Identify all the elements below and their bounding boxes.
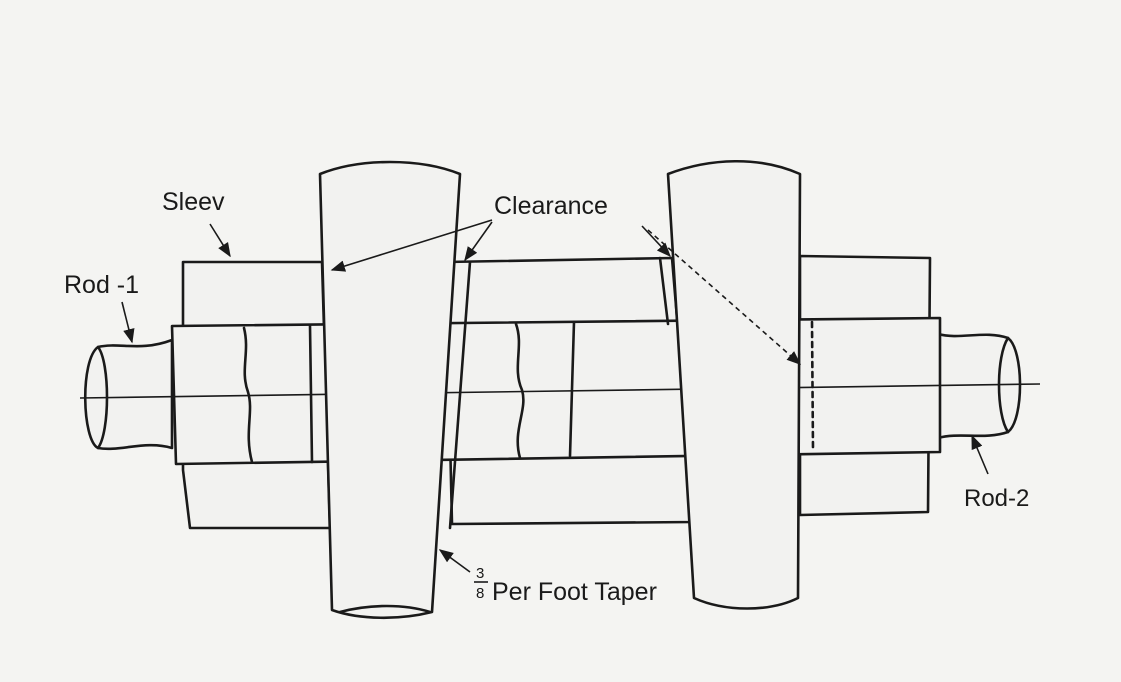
label-taper: Per Foot Taper (492, 578, 657, 606)
rod-core (79, 316, 1041, 466)
rod-1 (83, 338, 174, 451)
taper-fraction-denominator: 8 (476, 585, 484, 602)
cotter-right (658, 159, 802, 610)
label-sleeve: Sleev (162, 188, 225, 216)
label-clearance: Clearance (494, 192, 608, 220)
taper-fraction-numerator: 3 (476, 565, 484, 582)
label-rod-1: Rod -1 (64, 271, 139, 299)
cotter-left (318, 160, 472, 620)
label-rod-2: Rod-2 (964, 485, 1029, 512)
leaders (121, 219, 989, 573)
